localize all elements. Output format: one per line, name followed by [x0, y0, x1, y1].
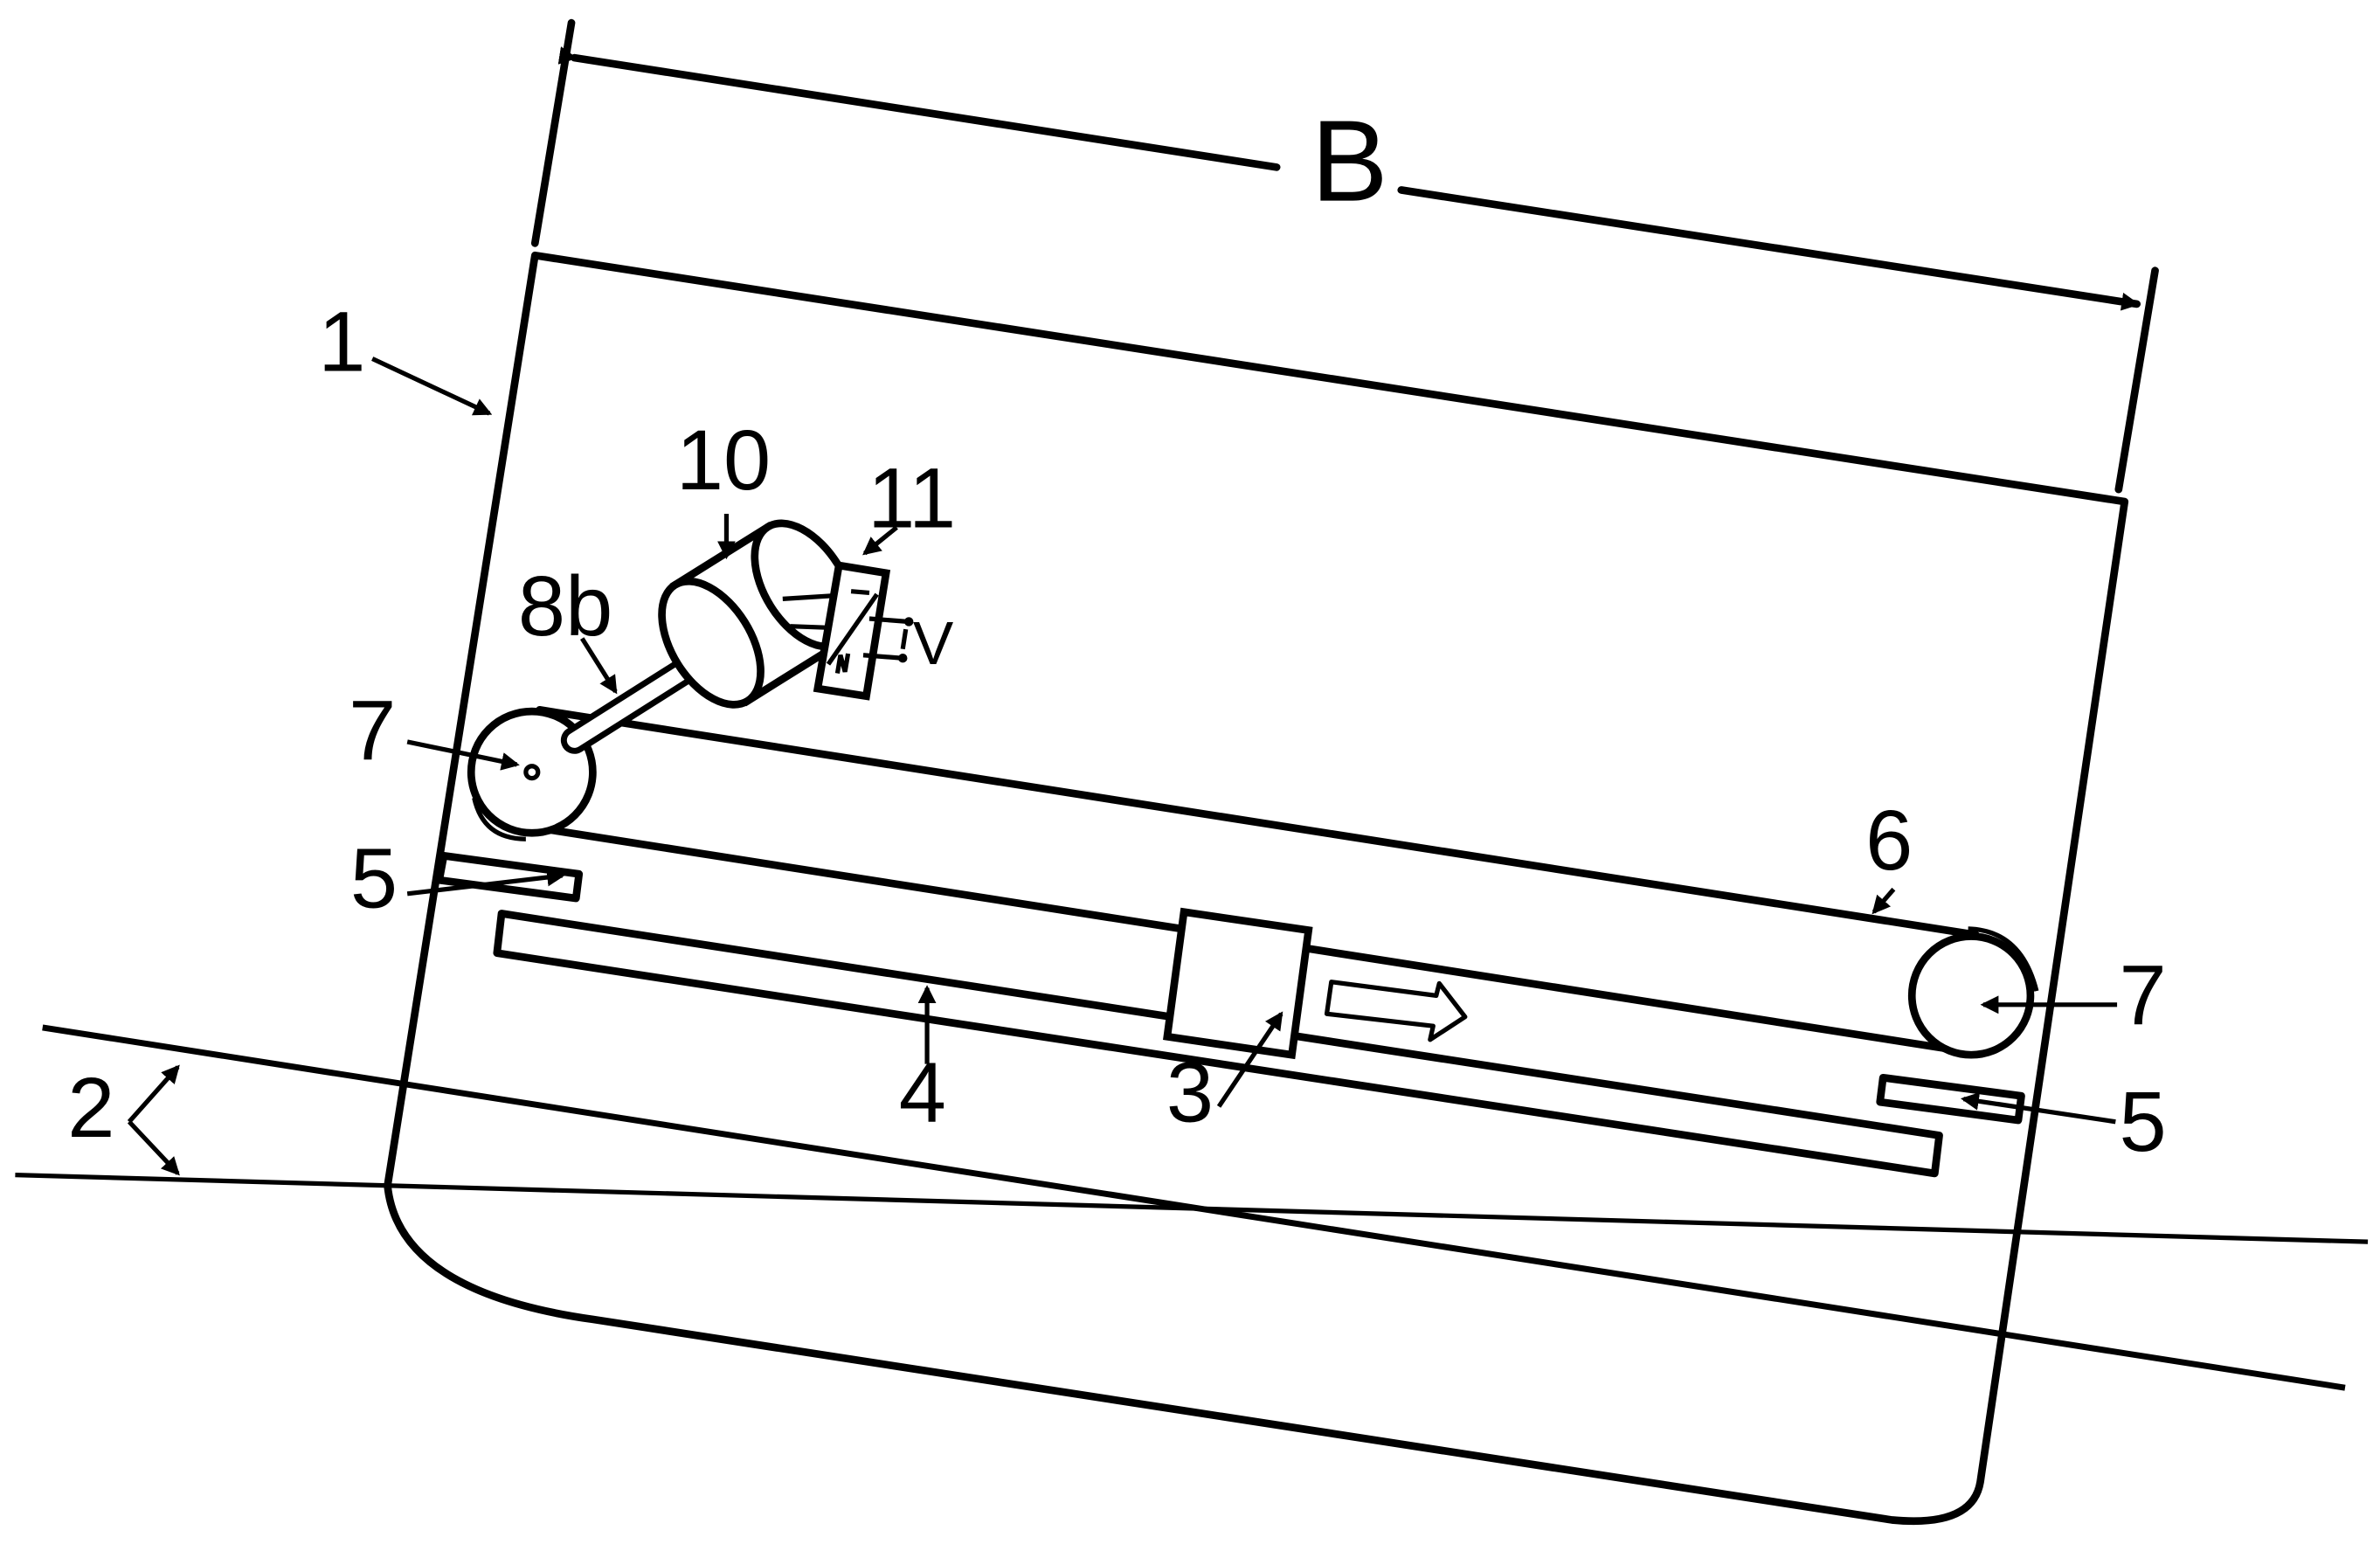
waterline-horizontal [15, 1173, 2369, 1244]
stop-right [1876, 1073, 2025, 1125]
label-pulley-right: 7 [2120, 947, 2167, 1042]
leader-8b [580, 637, 618, 695]
label-carriage: 3 [1166, 1045, 1214, 1140]
rotation-arrow-left [472, 797, 526, 841]
leader-5-left [406, 868, 566, 897]
movement-arrow-icon [1324, 980, 1468, 1042]
pulley-right [1907, 932, 2035, 1059]
label-rail: 4 [899, 1045, 946, 1140]
dimension-b: B [530, 18, 2159, 494]
label-pulley-left: 7 [349, 683, 396, 779]
label-belt: 6 [1865, 793, 1913, 888]
leader-2a [127, 1064, 180, 1124]
label-voltage: V [913, 609, 954, 677]
label-motor: 10 [676, 412, 771, 508]
leader-7-left [406, 739, 520, 771]
leader-3 [1216, 1011, 1283, 1108]
hull [384, 251, 2129, 1526]
leader-2b [127, 1119, 180, 1176]
leader-6 [1871, 887, 1896, 915]
stop-left [435, 851, 584, 903]
label-hull: 1 [318, 294, 365, 389]
label-shaft: 8b [518, 558, 612, 654]
belt-top [536, 706, 1980, 939]
leader-11 [862, 525, 898, 556]
label-waterline: 2 [67, 1060, 114, 1155]
dimension-extension-left [530, 18, 576, 247]
label-stop-left: 5 [350, 830, 398, 925]
dimension-arrow-right [1397, 186, 2141, 311]
carriage [1163, 907, 1313, 1060]
label-controller: 11 [868, 451, 956, 546]
rotation-arrow-right [1968, 926, 2039, 992]
label-stop-right: 5 [2120, 1074, 2167, 1169]
controller [813, 561, 914, 701]
rail [493, 910, 1943, 1178]
dimension-extension-right [2114, 267, 2159, 494]
pulley-axle [523, 764, 541, 781]
wire-1 [782, 593, 832, 601]
leader-5-right [1960, 1091, 2116, 1125]
dimension-b-label: B [1311, 97, 1388, 226]
leader-1 [371, 357, 493, 416]
dimension-arrow-left [557, 46, 1281, 171]
